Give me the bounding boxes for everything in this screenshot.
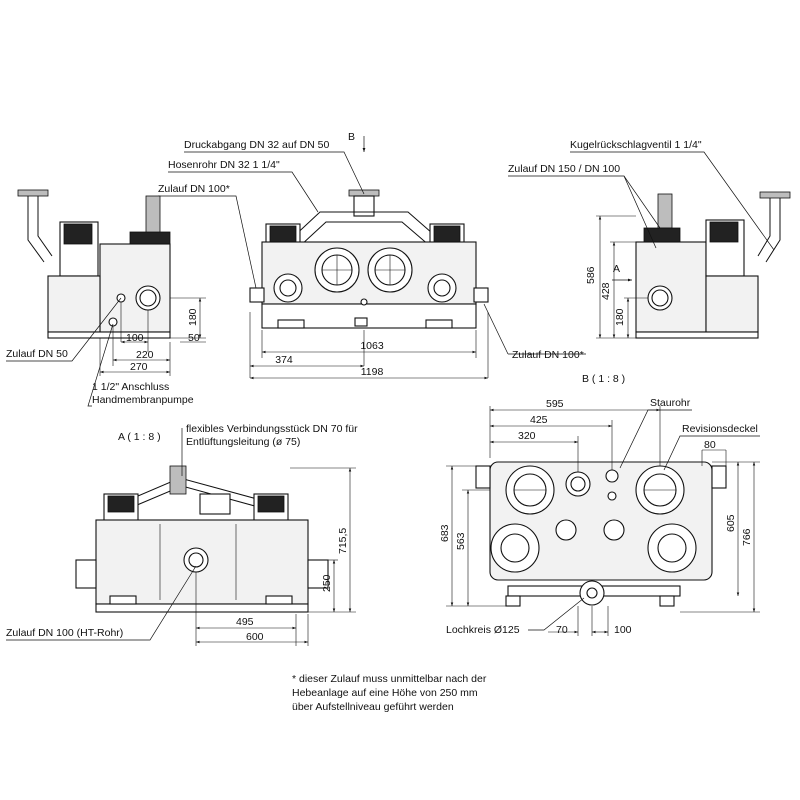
footnote-line-2: Hebeanlage auf eine Höhe von 250 mm (292, 687, 478, 699)
dim-563: 563 (455, 532, 467, 550)
label-zulauf-ht: Zulauf DN 100 (HT-Rohr) (6, 627, 123, 639)
dim-425: 425 (530, 414, 548, 426)
right-side-labels: Kugelrückschlagventil 1 1/4" Zulauf DN 1… (508, 139, 775, 251)
label-lochkreis: Lochkreis Ø125 (446, 624, 520, 636)
dim-683: 683 (439, 524, 451, 542)
left-side-labels: Zulauf DN 50 1 1/2" Anschluss Handmembra… (6, 297, 194, 407)
dim-250: 250 (321, 574, 333, 592)
label-a-arrow: A (613, 263, 620, 275)
footnote-line-3: über Aufstellniveau geführt werden (292, 701, 454, 713)
view-a: A ( 1 : 8 ) (75, 431, 329, 613)
dim-1063: 1063 (360, 340, 384, 352)
right-side-view (635, 191, 791, 339)
label-zulauf-dn50: Zulauf DN 50 (6, 348, 68, 360)
label-b-arrow: B (348, 131, 355, 143)
dim-100-left: 100 (126, 332, 144, 344)
dim-495: 495 (236, 616, 254, 628)
dim-180-left: 180 (187, 308, 199, 326)
label-staurohr: Staurohr (650, 397, 691, 409)
dim-180-right: 180 (614, 308, 626, 326)
dim-374: 374 (275, 354, 293, 366)
label-anschluss-line1: 1 1/2" Anschluss (92, 381, 169, 393)
dim-595: 595 (546, 398, 564, 410)
dim-50: 50 (188, 332, 200, 344)
label-zulauf-dn150: Zulauf DN 150 / DN 100 (508, 163, 620, 175)
view-b-dimensions: 595 425 320 80 605 766 683 563 70 100 (439, 398, 760, 636)
right-side-dimensions: 586 428 180 A (585, 215, 648, 339)
footnote-line-1: * dieser Zulauf muss unmittelbar nach de… (292, 673, 487, 685)
label-view-a: A ( 1 : 8 ) (118, 431, 161, 443)
dim-100-bottom: 100 (614, 624, 632, 636)
dim-220: 220 (136, 349, 154, 361)
label-view-b: B ( 1 : 8 ) (582, 373, 625, 385)
left-side-dimensions: 180 100 50 220 270 (99, 297, 206, 376)
footnote: * dieser Zulauf muss unmittelbar nach de… (292, 672, 532, 714)
left-side-view (17, 189, 171, 339)
label-zulauf-dn100-star-right: Zulauf DN 100* (512, 349, 584, 361)
label-druckabgang: Druckabgang DN 32 auf DN 50 (184, 139, 329, 151)
front-view-labels: B Druckabgang DN 32 auf DN 50 Hosenrohr … (158, 131, 586, 361)
dim-428: 428 (600, 282, 612, 300)
dim-715-5: 715,5 (337, 528, 349, 554)
view-a-labels: flexibles Verbindungsstück DN 70 für Ent… (6, 423, 358, 641)
view-b: B ( 1 : 8 ) (475, 373, 727, 607)
dim-586: 586 (585, 266, 597, 284)
dim-766: 766 (741, 528, 753, 546)
dim-320: 320 (518, 430, 536, 442)
dim-70: 70 (556, 624, 568, 636)
dim-270: 270 (130, 361, 148, 373)
label-hosenrohr: Hosenrohr DN 32 1 1/4" (168, 159, 280, 171)
label-zulauf-dn100-star: Zulauf DN 100* (158, 183, 230, 195)
dim-80: 80 (704, 439, 716, 451)
label-kugelrueckschlag: Kugelrückschlagventil 1 1/4" (570, 139, 702, 151)
dim-600: 600 (246, 631, 264, 643)
label-anschluss-line2: Handmembranpumpe (92, 394, 194, 406)
label-verbindung-line2: Entlüftungsleitung (ø 75) (186, 436, 300, 448)
front-view-dimensions: 1063 374 1198 (249, 312, 489, 380)
view-a-dimensions: 715,5 250 495 600 (195, 467, 356, 646)
label-verbindung-line1: flexibles Verbindungsstück DN 70 für (186, 423, 358, 435)
front-view (249, 189, 489, 329)
dim-1198: 1198 (361, 366, 384, 378)
dim-605: 605 (725, 514, 737, 532)
label-revisionsdeckel: Revisionsdeckel (682, 423, 758, 435)
view-b-labels: Staurohr Revisionsdeckel Lochkreis Ø125 (446, 397, 760, 636)
